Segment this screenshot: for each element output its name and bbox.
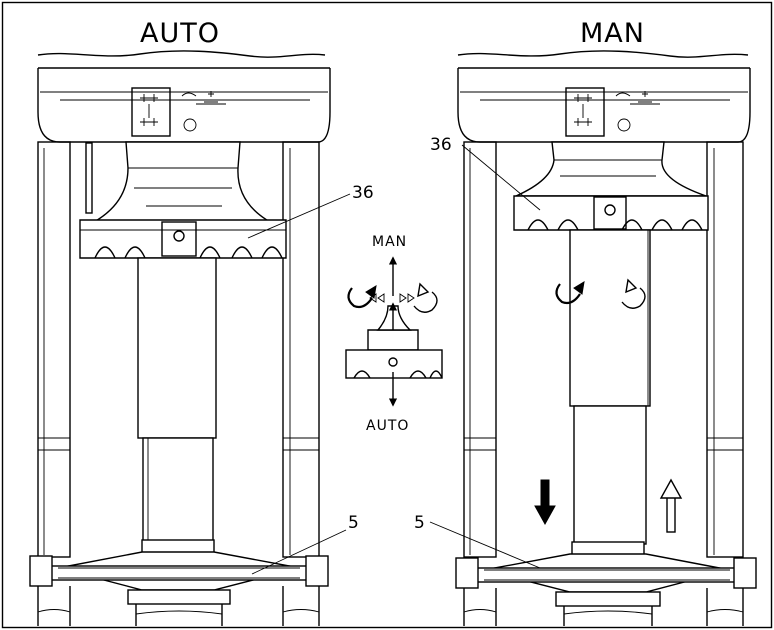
right-rotate-outline-icon [621, 287, 646, 309]
left-callout-36: 36 [352, 183, 374, 203]
left-title: AUTO [140, 18, 220, 49]
right-callout-36: 36 [430, 135, 452, 155]
right-panel: MAN [414, 18, 757, 626]
mode-legend: MAN AUTO [345, 234, 443, 434]
right-callout-5: 5 [414, 513, 425, 533]
right-title: MAN [580, 18, 645, 49]
rotate-solid-icon [347, 287, 373, 309]
mode-man-label: MAN [372, 234, 407, 250]
right-rotate-solid-icon [555, 283, 581, 305]
left-panel: AUTO [29, 18, 374, 626]
left-callout-5: 5 [348, 513, 359, 533]
rotate-outline-icon [413, 291, 438, 313]
mode-auto-label: AUTO [366, 418, 409, 434]
